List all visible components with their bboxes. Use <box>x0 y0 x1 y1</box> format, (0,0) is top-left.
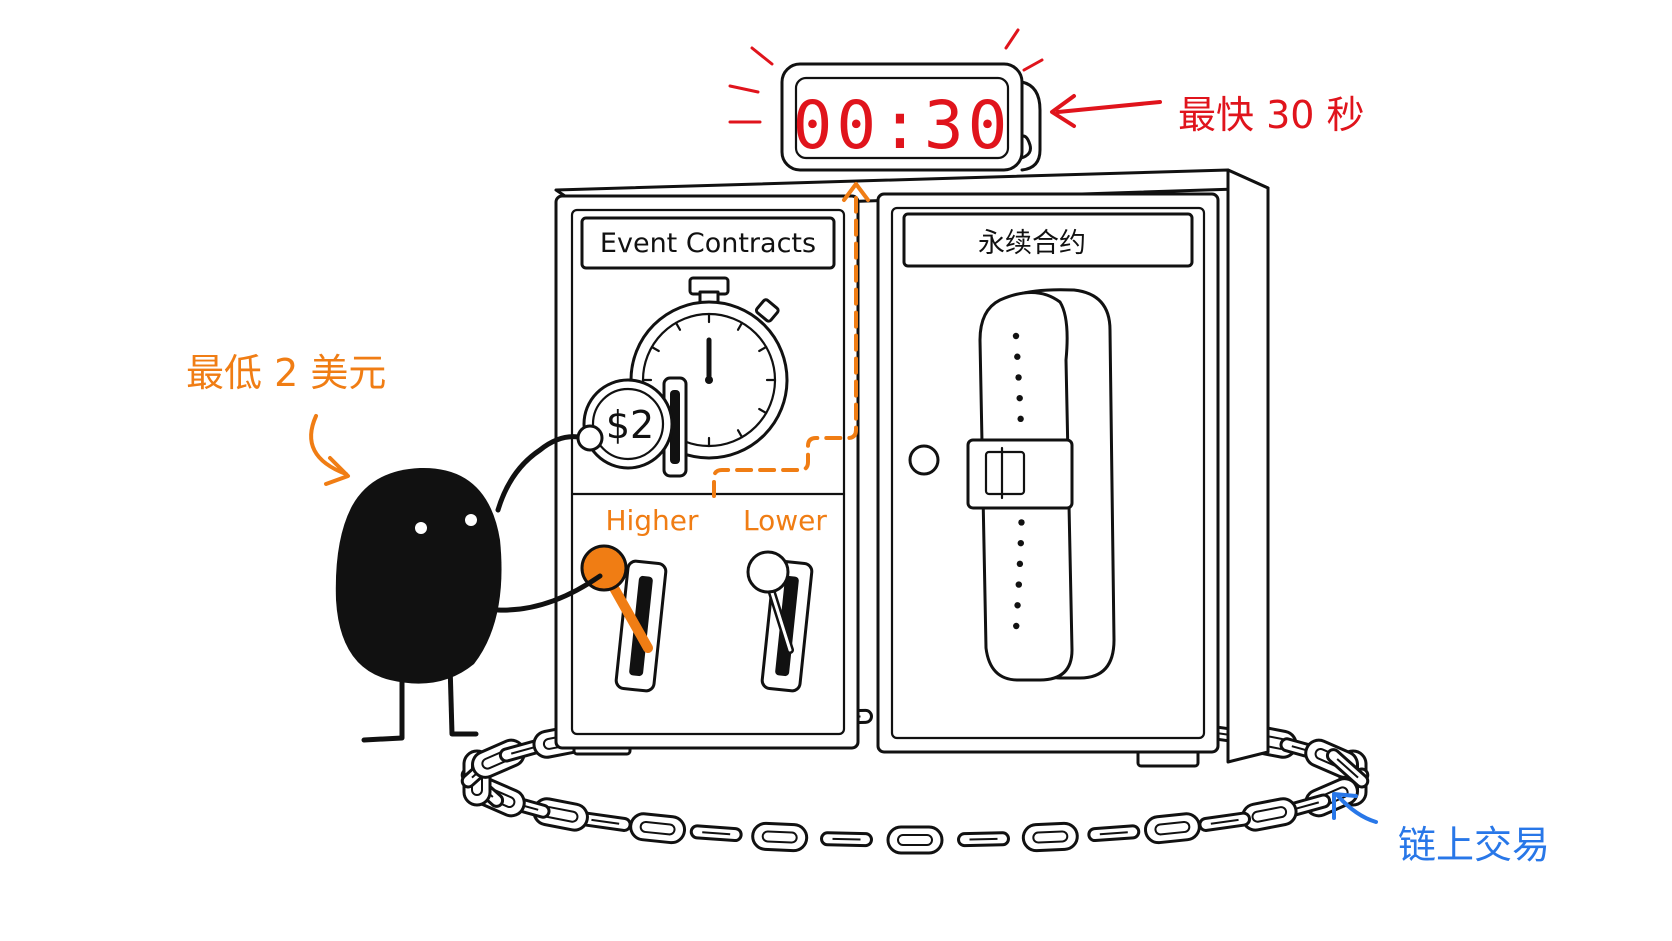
minimum-annotation: 最低 2 美元 <box>186 351 386 486</box>
onchain-annotation: 链上交易 <box>1332 792 1550 867</box>
lever-higher[interactable] <box>580 544 668 693</box>
coin-label: $2 <box>606 403 654 447</box>
door-knob[interactable] <box>908 444 940 476</box>
timer-text: 00:30 <box>793 87 1012 164</box>
perpetual-contracts-sign <box>902 212 1194 268</box>
coin-icon[interactable]: $2 <box>582 378 674 470</box>
character-icon <box>335 424 604 743</box>
timer-display: 00:30 <box>728 28 1044 172</box>
speed-annotation: 最快 30 秒 <box>1050 93 1365 137</box>
machine: Event Contracts $2 Hig <box>554 168 1270 768</box>
event-contracts-cabinet: Event Contracts $2 Hig <box>554 182 870 750</box>
speed-annotation-text: 最快 30 秒 <box>1178 93 1365 137</box>
flow-dashed-line <box>712 196 858 498</box>
lever-lower-label: Lower <box>743 504 827 537</box>
event-contracts-label: Event Contracts <box>600 228 816 259</box>
onchain-annotation-text: 链上交易 <box>1398 823 1550 867</box>
minimum-annotation-text: 最低 2 美元 <box>186 351 386 395</box>
lever-lower[interactable] <box>746 550 814 693</box>
perpetual-contracts-cabinet: 永续合约 <box>876 192 1220 754</box>
perpetual-contracts-label: 永续合约 <box>978 228 1086 259</box>
alarm-burst-icon <box>728 28 1044 124</box>
event-contracts-sign <box>580 216 836 270</box>
watch-strap-icon <box>966 288 1116 682</box>
lever-higher-label: Higher <box>605 504 699 537</box>
